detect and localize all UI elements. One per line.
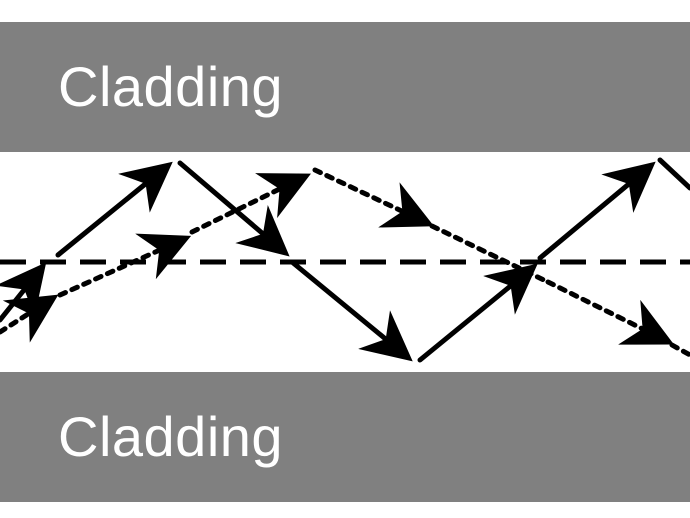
solid-ray-segment xyxy=(657,157,690,191)
solid-ray-segment xyxy=(55,161,173,258)
dotted-ray-segment xyxy=(429,223,551,285)
solid-ray-segment xyxy=(177,160,290,257)
dotted-ray-segment xyxy=(669,342,690,358)
solid-ray-segment xyxy=(417,263,538,363)
solid-ray-segment xyxy=(537,161,656,261)
cladding-top: Cladding xyxy=(0,22,690,152)
cladding-bottom-label: Cladding xyxy=(58,405,284,468)
cladding-bottom: Cladding xyxy=(0,372,690,502)
dotted-ray xyxy=(0,167,690,358)
dotted-ray-segment xyxy=(57,233,192,298)
dotted-ray-segment xyxy=(189,173,311,235)
solid-ray-segment xyxy=(289,259,413,362)
dotted-ray-segment xyxy=(0,294,59,343)
cladding-top-label: Cladding xyxy=(58,55,284,118)
dotted-ray-segment xyxy=(312,167,435,228)
dotted-ray-segment xyxy=(545,279,674,345)
